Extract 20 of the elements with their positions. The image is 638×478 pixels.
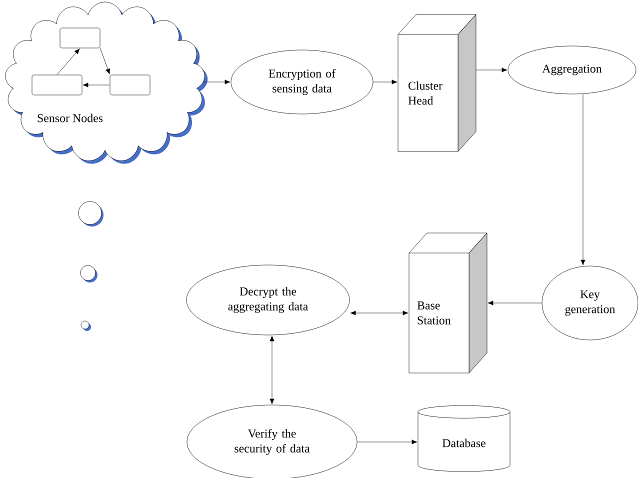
arrow [203, 80, 230, 84]
thought-bubble [78, 201, 104, 226]
database-cylinder: Database [418, 405, 510, 472]
arrow [357, 440, 418, 444]
cluster-head-block: Cluster Head [398, 14, 476, 152]
arrow [580, 94, 586, 266]
arrow [82, 82, 110, 88]
thought-bubble [80, 265, 98, 282]
small-box [110, 74, 150, 96]
arrow [56, 48, 80, 75]
thought-bubble [80, 320, 91, 331]
arrow [100, 48, 110, 74]
small-box [60, 28, 100, 48]
base-station-block: Base Station [408, 232, 488, 374]
arrow [373, 80, 398, 84]
small-box [32, 74, 82, 96]
arrow [488, 300, 542, 306]
arrow [350, 310, 408, 316]
arrow [476, 68, 508, 72]
arrow [270, 336, 274, 404]
